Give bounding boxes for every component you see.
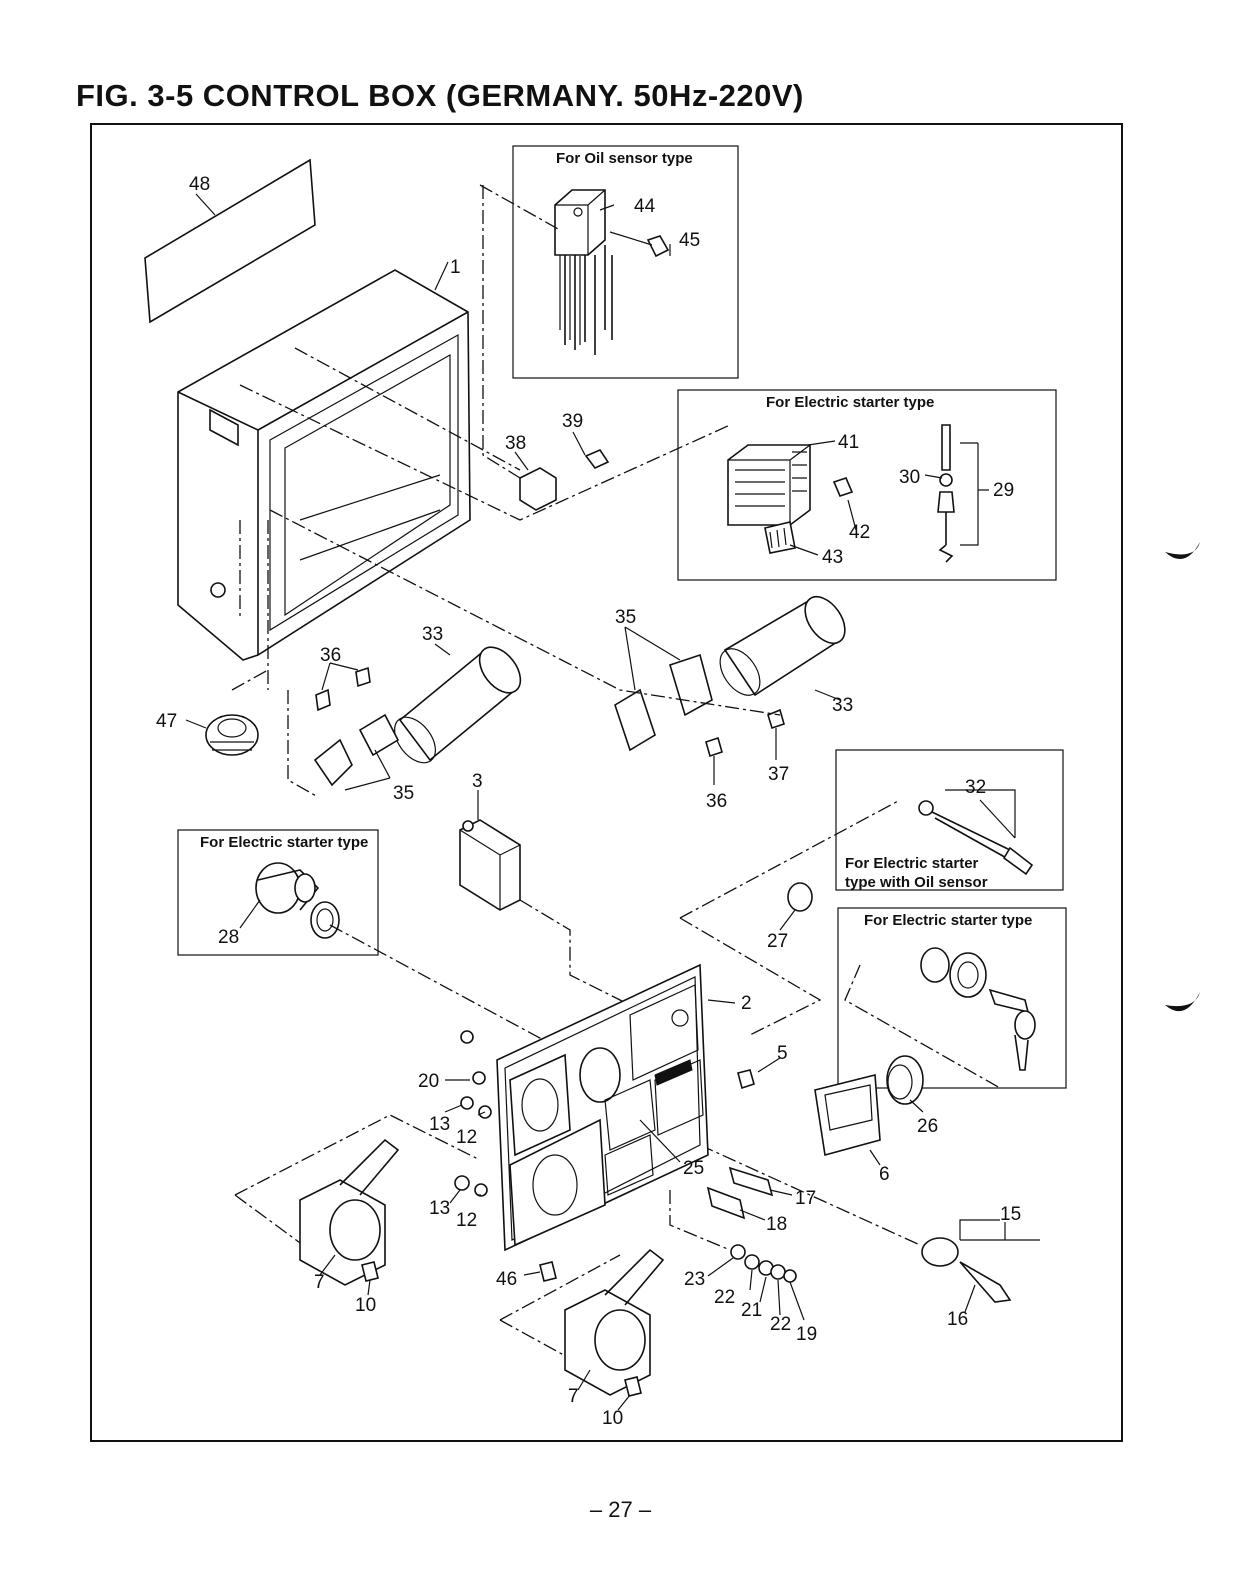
part-label-12-top: 12 [456, 1127, 477, 1148]
part-label-6: 6 [879, 1164, 890, 1185]
receptacle-left [299, 1138, 400, 1286]
capacitor-right [719, 596, 846, 697]
part-label-23: 23 [684, 1269, 705, 1290]
part-label-20: 20 [418, 1071, 439, 1092]
part-label-18: 18 [766, 1214, 787, 1235]
inset-electric-starter-right-title: For Electric starter type [864, 912, 1032, 929]
inset-electric-starter-oil-line2: type with Oil sensor [845, 874, 988, 891]
inset-electric-starter-left: For Electric starter type [177, 829, 379, 956]
part-label-28: 28 [218, 927, 239, 948]
part-label-44: 44 [634, 196, 656, 217]
part-label-21: 21 [741, 1300, 762, 1321]
inset-electric-starter-oil-line1: For Electric starter [845, 855, 979, 872]
capacitor-left [394, 646, 522, 764]
part-label-29: 29 [993, 480, 1014, 501]
inset-electric-starter-left-title: For Electric starter type [200, 834, 368, 851]
front-panel [496, 963, 709, 1252]
part-label-25: 25 [683, 1158, 704, 1179]
part-label-41: 41 [838, 432, 859, 453]
page-number: – 27 – [589, 1497, 652, 1522]
part-label-16: 16 [947, 1309, 968, 1330]
control-box-case [177, 269, 471, 690]
inset-electric-starter-oil: For Electric starter type with Oil senso… [835, 749, 1064, 891]
part-label-22-right: 22 [770, 1314, 791, 1335]
part-label-38: 38 [505, 433, 526, 454]
inset-electric-starter-right: For Electric starter type [837, 907, 1067, 1089]
part-label-12-bottom: 12 [456, 1210, 477, 1231]
part-label-26: 26 [917, 1116, 938, 1137]
part-label-2: 2 [741, 993, 752, 1014]
part-label-27: 27 [767, 931, 788, 952]
part-label-37: 37 [768, 764, 789, 785]
part-label-32: 32 [965, 777, 986, 798]
part-label-43: 43 [822, 547, 843, 568]
part-label-10-left: 10 [355, 1295, 376, 1316]
label-plate [144, 158, 316, 324]
part-label-3: 3 [472, 771, 483, 792]
part-label-7-left: 7 [314, 1272, 325, 1293]
inset-electric-starter-top: For Electric starter type [677, 389, 1057, 581]
part-label-15: 15 [1000, 1204, 1021, 1225]
diagram-frame [90, 123, 1123, 1442]
part-label-36-right: 36 [706, 791, 727, 812]
part-label-1: 1 [450, 257, 461, 278]
receptacle-right [564, 1248, 665, 1396]
part-label-13-bottom: 13 [429, 1198, 450, 1219]
margin-marks [1165, 542, 1200, 1012]
part-label-48: 48 [189, 174, 210, 195]
part-label-46: 46 [496, 1269, 517, 1290]
part-label-35-left: 35 [393, 783, 414, 804]
part-label-17: 17 [795, 1188, 816, 1209]
inset-oil-sensor-title: For Oil sensor type [556, 150, 693, 167]
part-label-39: 39 [562, 411, 583, 432]
part-38-block [519, 467, 557, 511]
part-label-36-left: 36 [320, 645, 341, 666]
part-label-33-right: 33 [832, 695, 853, 716]
part-label-13-top: 13 [429, 1114, 450, 1135]
inset-electric-starter-top-title: For Electric starter type [766, 394, 934, 411]
part-label-45: 45 [679, 230, 700, 251]
circuit-breaker [459, 819, 521, 911]
part-label-5: 5 [777, 1043, 788, 1064]
part-label-19: 19 [796, 1324, 817, 1345]
part-label-42: 42 [849, 522, 870, 543]
part-label-30: 30 [899, 467, 920, 488]
figure-title: FIG. 3-5 CONTROL BOX (GERMANY. 50Hz-220V… [76, 78, 804, 113]
part-label-33-left: 33 [422, 624, 443, 645]
part-label-7-right: 7 [568, 1386, 579, 1407]
part-label-22-left: 22 [714, 1287, 735, 1308]
part-label-35-right: 35 [615, 607, 636, 628]
part-label-47: 47 [156, 711, 177, 732]
inset-oil-sensor: For Oil sensor type [512, 145, 739, 379]
part-label-10-right: 10 [602, 1408, 623, 1429]
